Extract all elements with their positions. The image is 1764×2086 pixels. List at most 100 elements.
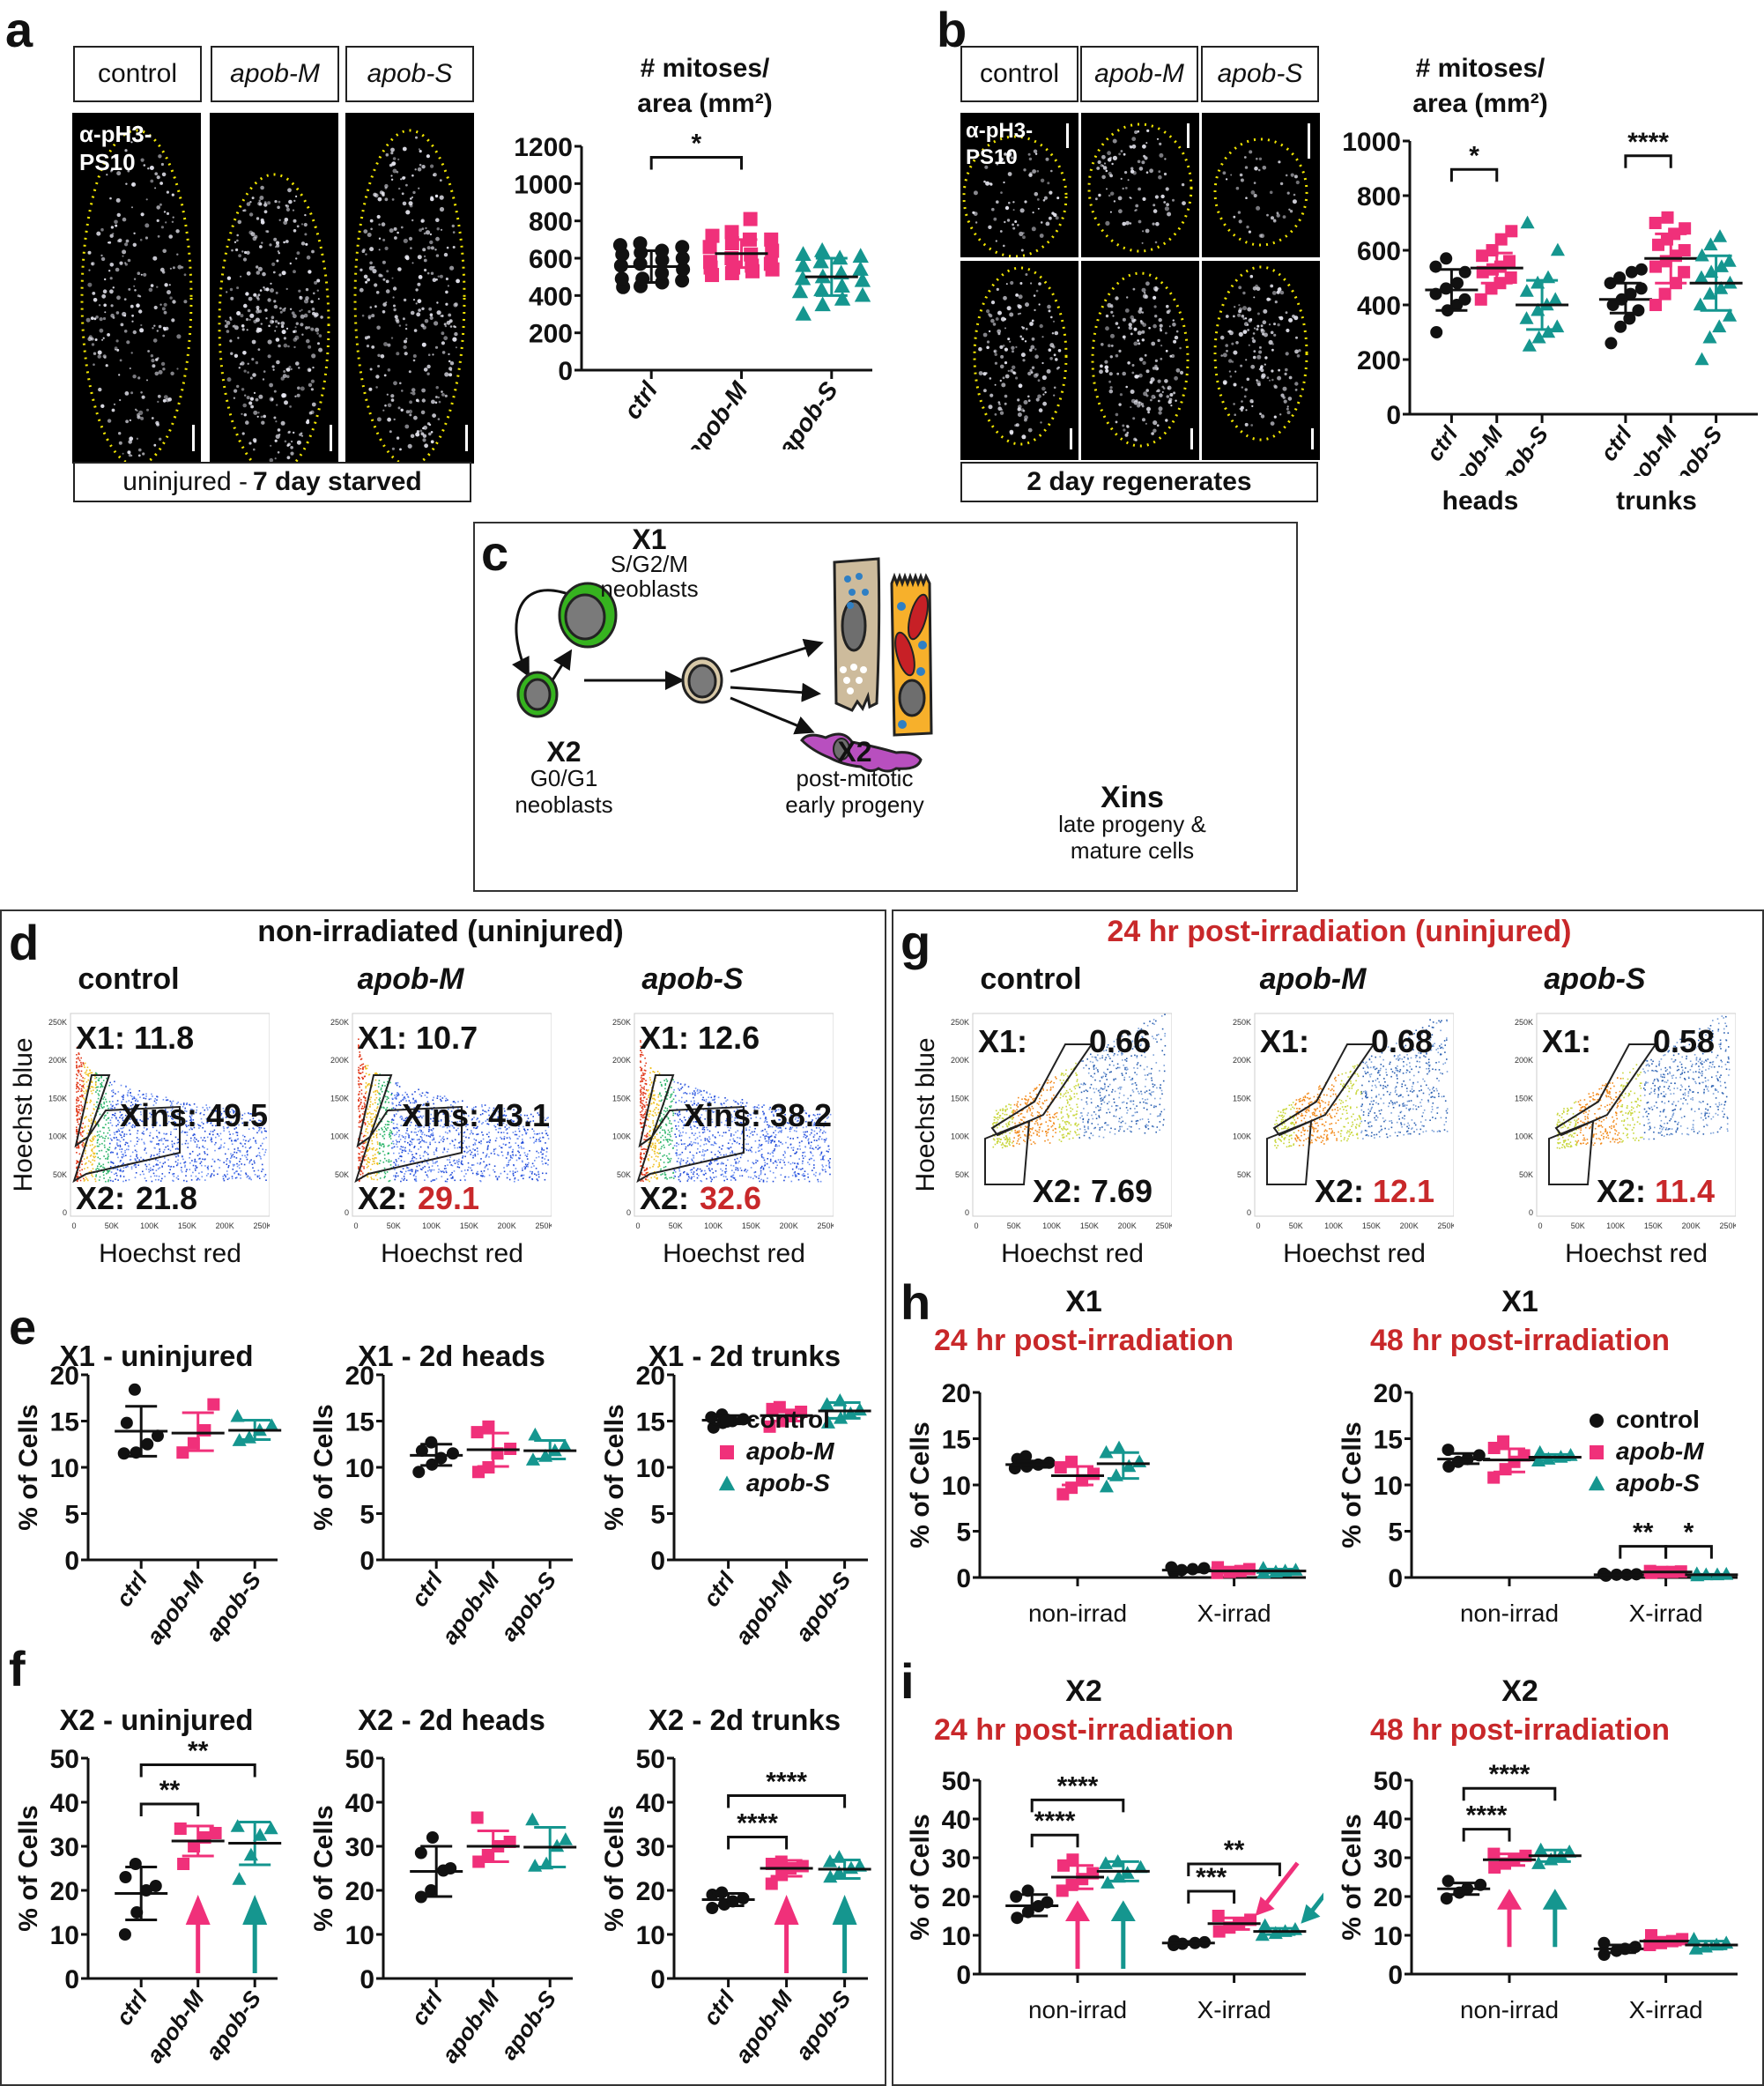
condition-footer: 2 day regenerates [960,462,1318,502]
panel-i-subtitle-1: 24 hr post-irradiation [933,1713,1234,1747]
x2-to-x1-arrow [549,649,573,684]
significance-label: **** [1057,1771,1099,1800]
series-apob-M [171,1398,225,1459]
significance-label: **** [766,1768,807,1797]
micrograph-head-apob-s [1202,113,1320,257]
flow-plot-title: apob-M [357,962,464,996]
y-axis-label: % of Cells [1338,1422,1367,1548]
significance-label: ** [159,1776,181,1805]
svg-text:0: 0 [345,1208,349,1217]
panel-h-subtitle-1: 24 hr post-irradiation [933,1324,1234,1357]
micrograph-trunk-apob-s [1202,261,1320,460]
panel-letter-a: a [5,2,33,57]
svg-text:apob-S: apob-S [773,376,843,449]
svg-text:50K: 50K [387,1221,401,1230]
svg-text:X1: 10.7: X1: 10.7 [358,1020,478,1056]
series-apob-S [523,1812,577,1872]
flow-plot-title: control [980,962,1082,996]
y-axis-label: % of Cells [906,1422,935,1548]
x-axis-label: Hoechst red [663,1239,805,1268]
y-axis-label: % of Cells [906,1814,935,1940]
micrograph-control: α-pH3-PS10 [72,113,201,464]
svg-text:200: 200 [1357,346,1401,375]
micrograph-head-control: α-pH3-PS10 [960,113,1078,257]
svg-text:100K: 100K [140,1221,159,1230]
self-renewal-arrow [512,589,569,678]
chart-title: X2 - uninjured [59,1704,253,1736]
series-X-irrad-control [1161,1561,1215,1578]
panel-def-frame [0,909,886,2086]
significance-label: * [692,130,702,159]
group-label-trunks: trunks [1616,486,1697,516]
y-axis-label: % of Cells [14,1805,43,1931]
micrograph-trunk-apob-m [1081,261,1199,460]
svg-text:200K: 200K [216,1221,234,1230]
svg-text:150K: 150K [178,1221,196,1230]
y-axis-label: % of Cells [309,1404,338,1530]
svg-text:200K: 200K [48,1056,67,1065]
series-non-irrad-apob-M [1483,1847,1536,1874]
panel-d-title: non-irradiated (uninjured) [257,915,624,948]
panel-i-title-2: X2 [1501,1674,1538,1708]
x-axis-label: Hoechst red [1565,1239,1708,1268]
chart-a-title: # mitoses/area (mm²) [637,54,773,118]
svg-text:0: 0 [558,357,573,386]
y-axis-label: % of Cells [600,1805,629,1931]
series-apob-M [760,1400,813,1433]
significance-label: * [1684,1518,1694,1548]
series-non-irrad-control [1437,1874,1491,1905]
x2-neoblast-cell-icon [516,671,559,718]
series-X-irrad-apob-M [1207,1561,1261,1579]
series-apob-M [171,1822,225,1870]
svg-text:21.8: 21.8 [136,1180,197,1216]
significance-label: **** [1466,1801,1508,1830]
svg-text:50K: 50K [105,1221,119,1230]
to-mature-arrow-3 [730,696,815,735]
series-non-irrad-control [1437,1444,1491,1473]
series-control [701,1886,755,1914]
micrograph-apob-s [345,113,474,464]
significance-label: ** [1224,1836,1245,1865]
svg-text:150K: 150K [48,1094,67,1102]
chart-title: X1 - 2d trunks [649,1340,841,1372]
x-axis-label: Hoechst red [1283,1239,1426,1268]
series-apob-M [760,1855,813,1890]
stain-label: α-pH3-PS10 [966,119,1034,169]
label-apob-s: apob-S [1201,46,1319,102]
legend-item: control [1616,1406,1700,1433]
label-apob-m: apob-M [1080,46,1198,102]
series-heads-apob-M [1470,225,1523,306]
series-X-irrad-apob-S [1685,1932,1738,1955]
svg-text:1200: 1200 [514,133,573,162]
series-apob-S [818,1850,871,1883]
micrograph-apob-m [210,113,338,464]
panel-letter-g: g [901,915,931,970]
series-apob-S [791,241,871,321]
x2-progeny-cell-icon [681,657,723,704]
significance-label: ** [188,1737,209,1766]
flow-plot-title: apob-S [641,962,744,996]
series-trunks-apob-S [1689,229,1743,366]
svg-text:400: 400 [1357,292,1401,321]
series-control [410,1831,463,1904]
chart-title: X1 - 2d heads [358,1340,545,1372]
flow-plot-title: control [78,962,180,996]
svg-text:Xins: 43.1: Xins: 43.1 [402,1097,550,1133]
series-non-irrad-apob-M [1483,1435,1536,1484]
svg-text:100K: 100K [330,1132,349,1141]
condition-footer: uninjured - 7 day starved [73,462,471,502]
y-axis-label: % of Cells [309,1805,338,1931]
series-non-irrad-control [1005,1450,1059,1475]
panel-c-frame [473,522,1298,892]
legend-item: control [746,1406,830,1433]
svg-text:100K: 100K [48,1132,67,1141]
